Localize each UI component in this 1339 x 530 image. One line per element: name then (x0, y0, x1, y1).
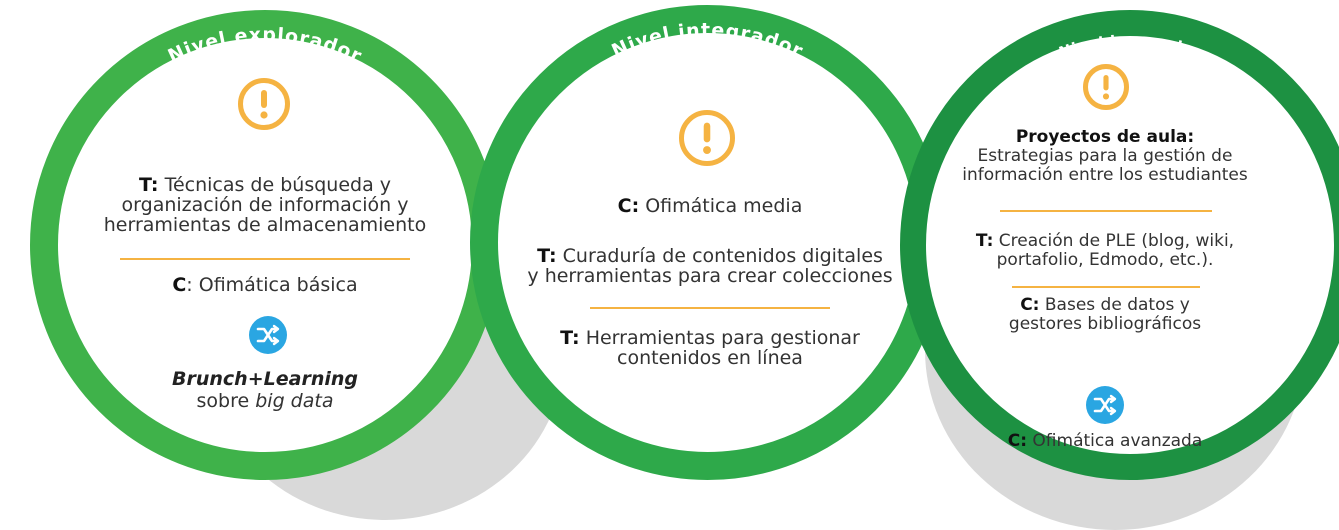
item-prefix: T: (138, 174, 159, 196)
innovador-item-1: T: Creación de PLE (blog, wiki, portafol… (975, 231, 1235, 270)
item-prefix: T: (537, 245, 557, 267)
innovador-item-3: C: Ofimática avanzada (1007, 431, 1203, 451)
exclamation-icon (238, 78, 290, 130)
item-prefix: T: (975, 231, 994, 251)
exclamation-icon (1083, 64, 1129, 110)
divider (590, 307, 830, 309)
item-prefix: C: (1007, 431, 1028, 451)
innovador-heading: Proyectos de aula: Estrategias para la g… (962, 127, 1248, 185)
explorador-feature: Brunch+Learning sobre big data (172, 368, 358, 412)
item-prefix: T: (560, 327, 580, 349)
integrador-item-3: T: Herramientas para gestionar contenido… (560, 327, 860, 369)
item-prefix: C: (1020, 295, 1040, 315)
item-prefix: C (172, 274, 187, 296)
shuffle-icon (249, 316, 287, 354)
explorador-item-2: C: Ofimática básica (172, 274, 358, 296)
exclamation-icon (679, 110, 735, 166)
integrador-item-2: T: Curaduría de contenidos digitales y h… (527, 245, 893, 287)
level-ring-integrador (470, 5, 945, 480)
integrador-item-1: C: Ofimática media (617, 195, 803, 217)
shuffle-icon (1086, 386, 1124, 424)
innovador-item-2: C: Bases de datos y gestores bibliográfi… (1008, 295, 1202, 334)
divider (120, 258, 410, 260)
item-prefix: C: (617, 195, 640, 217)
divider (1012, 286, 1200, 288)
explorador-item-1: T: Técnicas de búsqueda y organización d… (103, 174, 427, 236)
divider (1000, 210, 1212, 212)
